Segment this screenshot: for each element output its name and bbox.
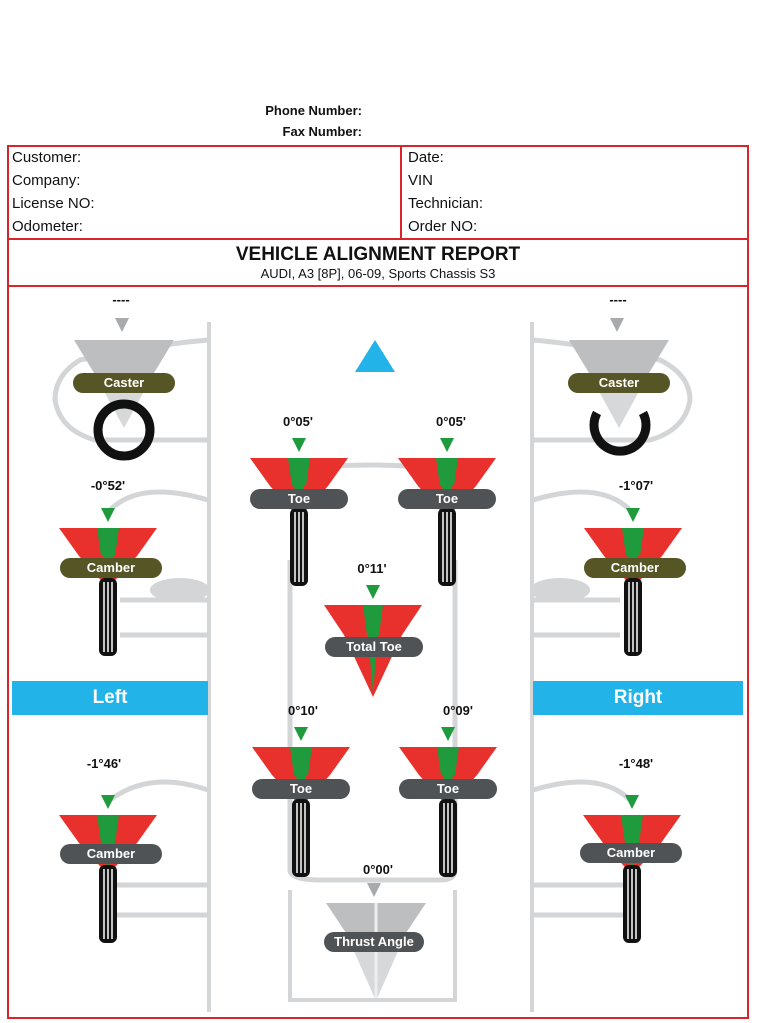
rear-left-camber-label: Camber: [60, 844, 162, 864]
front-right-camber-gauge: [584, 508, 682, 657]
front-right-caster-gauge: [569, 318, 669, 456]
front-left-caster-value: ----: [112, 292, 130, 307]
rear-right-camber-gauge: [583, 795, 681, 944]
rear-right-camber-value: -1°48': [618, 756, 654, 771]
right-side-label: Right: [533, 681, 743, 715]
total-toe-label: Total Toe: [325, 637, 423, 657]
front-left-toe-value: 0°05': [283, 414, 313, 429]
front-right-camber-label: Camber: [584, 558, 686, 578]
vin-field: VIN: [408, 172, 434, 189]
front-left-toe-label: Toe: [250, 489, 348, 509]
rear-left-camber-gauge: [59, 795, 157, 944]
rear-left-camber-value: -1°46': [86, 756, 122, 771]
rear-right-toe-gauge: [399, 727, 497, 878]
front-left-camber-label: Camber: [60, 558, 162, 578]
front-left-caster-gauge: [74, 318, 174, 461]
odometer-field: Odometer:: [12, 218, 83, 235]
front-left-camber-value: -0°52': [90, 478, 126, 493]
front-right-toe-value: 0°05': [436, 414, 466, 429]
divider: [400, 145, 402, 240]
fax-label: Fax Number:: [282, 124, 362, 139]
front-right-toe-label: Toe: [398, 489, 496, 509]
vehicle-outline: [207, 322, 211, 1012]
phone-label: Phone Number:: [265, 103, 362, 118]
vehicle-description: AUDI, A3 [8P], 06-09, Sports Chassis S3: [260, 266, 496, 281]
customer-field: Customer:: [12, 149, 82, 166]
company-field: Company:: [12, 172, 81, 189]
forward-arrow-icon: [355, 340, 395, 372]
divider: [7, 285, 749, 287]
front-left-camber-gauge: [59, 508, 157, 657]
technician-field: Technician:: [408, 195, 484, 212]
report-title: VEHICLE ALIGNMENT REPORT: [235, 244, 521, 265]
divider: [7, 238, 749, 240]
front-right-caster-label: Caster: [568, 373, 670, 393]
vehicle-outline: [530, 322, 534, 1012]
front-right-caster-value: ----: [609, 292, 627, 307]
rear-right-toe-value: 0°09': [443, 703, 473, 718]
date-field: Date:: [408, 149, 444, 166]
rear-left-toe-label: Toe: [252, 779, 350, 799]
report-frame: [7, 145, 749, 1019]
rear-left-toe-value: 0°10': [288, 703, 318, 718]
front-left-caster-label: Caster: [73, 373, 175, 393]
front-right-camber-value: -1°07': [618, 478, 654, 493]
thrust-angle-value: 0°00': [363, 862, 393, 877]
thrust-angle-label: Thrust Angle: [324, 932, 424, 952]
rear-right-camber-label: Camber: [580, 843, 682, 863]
rear-left-toe-gauge: [252, 727, 350, 878]
front-right-toe-gauge: [398, 438, 496, 587]
left-side-label: Left: [12, 681, 208, 715]
order-field: Order NO:: [408, 218, 478, 235]
license-field: License NO:: [12, 195, 95, 212]
rear-right-toe-label: Toe: [399, 779, 497, 799]
total-toe-value: 0°11': [357, 561, 387, 576]
front-left-toe-gauge: [250, 438, 348, 587]
